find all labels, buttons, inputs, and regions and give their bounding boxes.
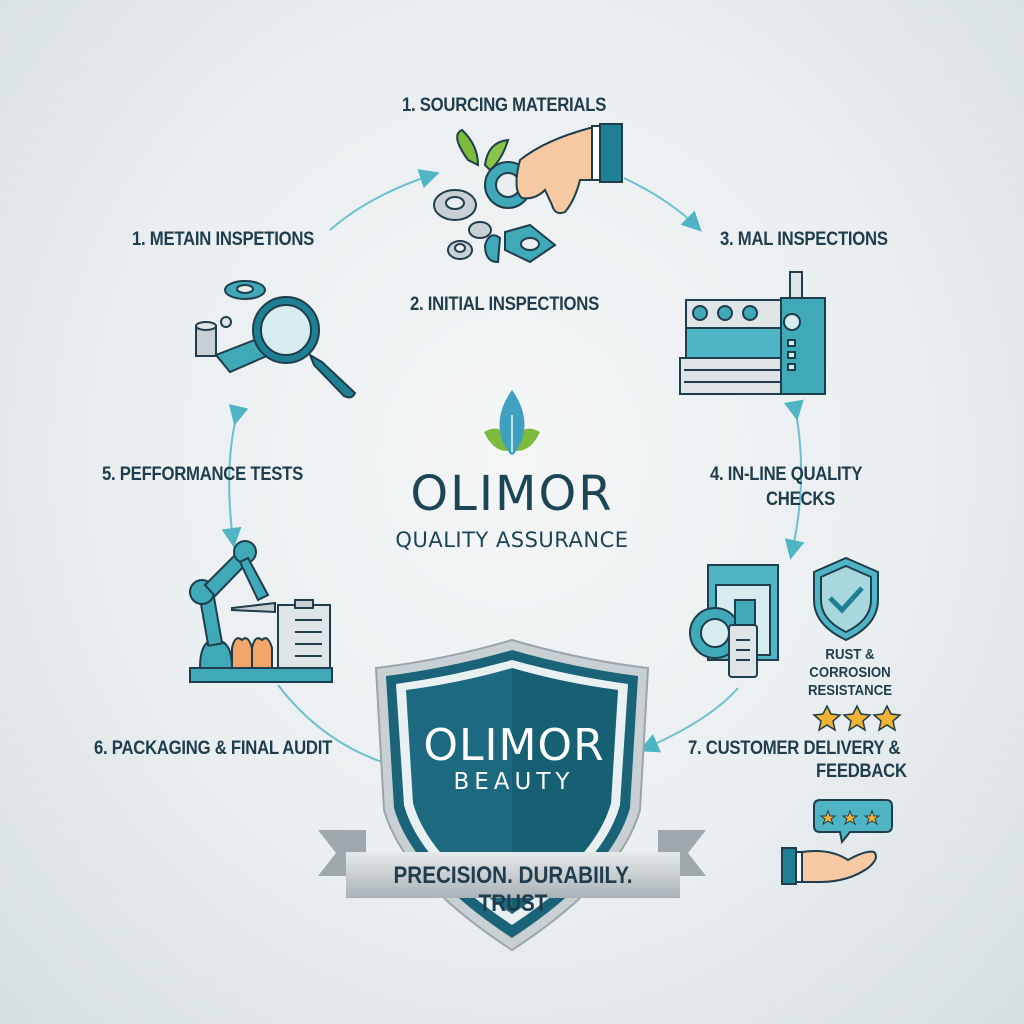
shield-title: OLIMOR [423, 720, 605, 771]
star-icon [842, 704, 872, 732]
arrow-1-to-sourcing [329, 169, 440, 231]
packaging-products-icon [689, 564, 779, 678]
arrow-4-to-7 [638, 687, 739, 753]
step-metain-inspections-label: 1. METAIN INSPETIONS [132, 229, 315, 250]
star-icon [872, 704, 902, 732]
arrow-sourcing-to-3 [623, 177, 702, 232]
badge-line1: RUST & CORROSION [809, 646, 891, 681]
sourcing-hand-materials-icon [433, 123, 623, 264]
machine-press-icon [679, 271, 826, 395]
leaf-logo-icon [484, 390, 540, 455]
step-performance-tests-label: 5. PEFFORMANCE TESTS [102, 464, 303, 485]
magnifier-inspection-icon [195, 280, 357, 399]
step-customer-delivery-label-line1: 7. CUSTOMER DELIVERY & [688, 738, 901, 759]
shield-check-icon [813, 556, 879, 642]
hand-rating-bubble-icon [781, 799, 893, 885]
star-icon [812, 704, 842, 732]
arrow-5-to-6 [277, 684, 383, 763]
step-initial-inspections-label: 2. INITIAL INSPECTIONS [410, 294, 599, 315]
arrow-3-to-4 [784, 399, 805, 560]
brand-subtitle: QUALITY ASSURANCE [395, 528, 629, 552]
badge-line2: RESISTANCE [807, 682, 893, 699]
robot-arm-checklist-icon [189, 540, 333, 683]
step-sourcing-materials-label: 1. SOURCING MATERIALS [402, 95, 607, 116]
brand-title: OLIMOR [410, 466, 614, 522]
step-packaging-final-audit-label: 6. PACKAGING & FINAL AUDIT [94, 738, 333, 759]
step-customer-delivery-label-line2: FEEDBACK [816, 761, 907, 782]
banner-tagline: PRECISION. DURABIILY. TRUST [393, 862, 633, 917]
step-inline-quality-label-line1: 4. IN-LINE QUALITY [710, 464, 863, 485]
step-inline-quality-label-line2: CHECKS [766, 489, 836, 510]
rating-stars [812, 704, 902, 732]
rust-corrosion-badge-label: RUST & CORROSION RESISTANCE [788, 646, 911, 700]
ribbon-banner [318, 830, 706, 898]
step-mal-inspections-label: 3. MAL INSPECTIONS [720, 229, 888, 250]
arrow-1-to-5 [221, 404, 249, 548]
shield-subtitle: BEAUTY [453, 769, 575, 795]
